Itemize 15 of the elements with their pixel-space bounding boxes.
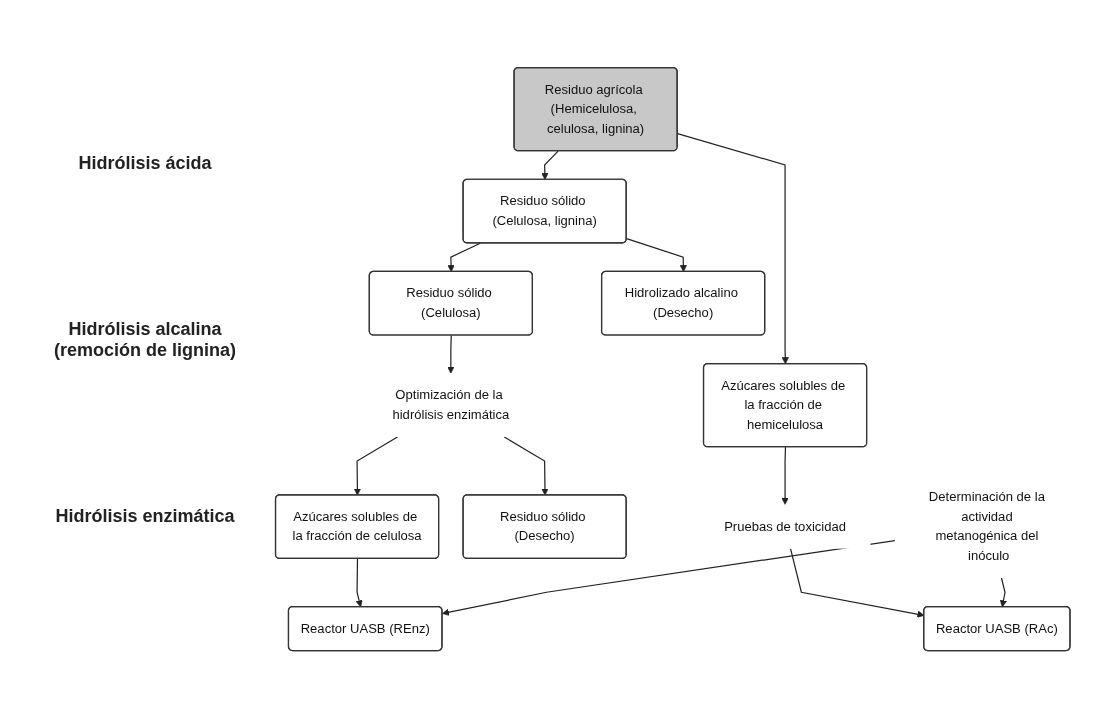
arrow	[625, 238, 687, 273]
arrow	[999, 577, 1007, 608]
arrow	[355, 558, 363, 608]
stage-label: Hidrólisis enzimática	[54, 505, 236, 527]
arrow	[447, 335, 455, 375]
node-text: Determinación de la actividad metanogénica del inóculo	[928, 490, 1045, 563]
arrow	[353, 436, 399, 496]
node-text: Optimización de la hidrólisis enzimática	[392, 388, 510, 422]
arrow	[447, 243, 481, 273]
arrow	[781, 446, 789, 506]
stage-label: Hidrólisis alcalina (remoción de lignina)	[53, 318, 237, 361]
arrow	[442, 540, 896, 617]
arrow	[503, 436, 549, 496]
arrow	[541, 150, 559, 181]
stage-label: Hidrólisis ácida	[77, 152, 213, 174]
